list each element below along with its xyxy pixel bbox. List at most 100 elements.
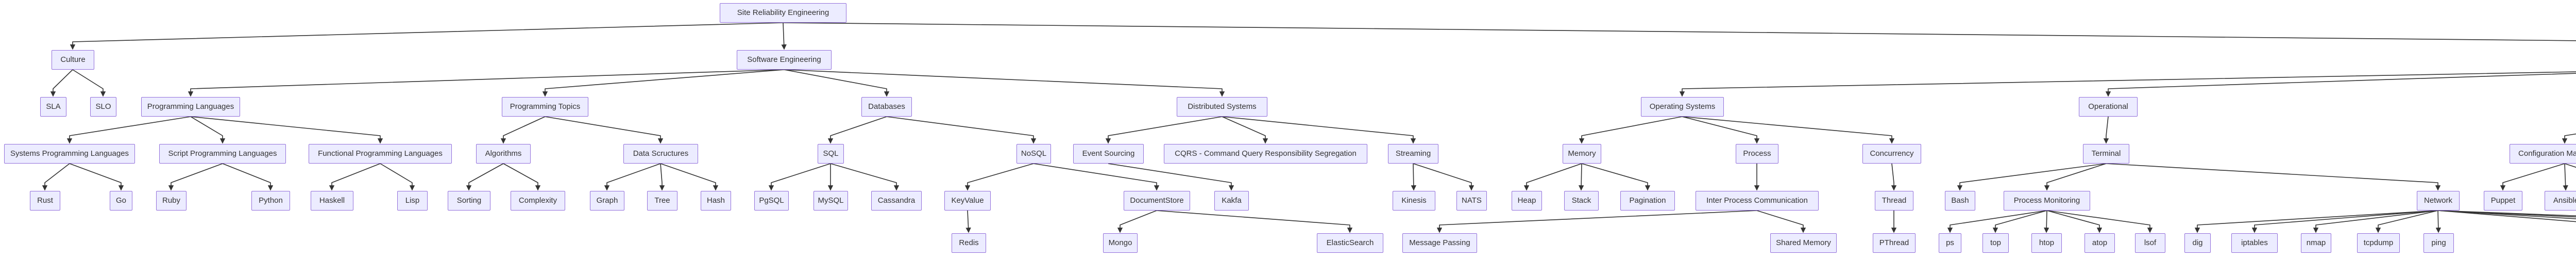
edge-keyvalue-redis: [965, 210, 971, 233]
edge-sweng-proglang: [188, 69, 785, 97]
edge-progtopics-datastruct: [545, 116, 664, 144]
edge-memory-heap: [1523, 163, 1582, 191]
node-ping: ping: [2424, 233, 2454, 253]
edge-funcpl-haskell: [329, 163, 381, 191]
edge-distsys-cqrs: [1222, 116, 1268, 144]
node-pgsql: PgSQL: [754, 191, 789, 211]
node-complexity: Complexity: [511, 191, 565, 211]
node-algorithms: Algorithms: [476, 144, 531, 164]
edge-databases-sql: [827, 116, 887, 144]
node-sharedmemory: Shared Memory: [1770, 233, 1837, 253]
edge-proglang-syspl: [66, 116, 191, 144]
node-nosql: NoSQL: [1016, 144, 1051, 164]
edge-streaming-kinesis: [1411, 163, 1417, 191]
edge-proglang-scriptpl: [190, 116, 226, 144]
node-ps: ps: [1939, 233, 1961, 253]
node-elasticsearch: ElasticSearch: [1317, 233, 1383, 253]
edge-sre-culture: [70, 22, 784, 50]
node-tree: Tree: [647, 191, 677, 211]
node-sweng: Software Engineering: [737, 50, 832, 70]
edge-sre-sweng: [781, 22, 787, 50]
node-os: Operating Systems: [1641, 97, 1724, 117]
node-thread: Thread: [1875, 191, 1913, 211]
node-nats: NATS: [1456, 191, 1487, 211]
edge-iac-configmgmt: [2562, 133, 2576, 144]
node-sre: Site Reliability Engineering: [720, 3, 846, 23]
edge-procmon-atop: [2046, 210, 2103, 233]
edge-memory-pagination: [1581, 163, 1651, 191]
edge-distsys-streaming: [1222, 116, 1416, 144]
node-network: Network: [2417, 191, 2460, 211]
node-hash: Hash: [701, 191, 731, 211]
edge-sql-pgsql: [768, 163, 831, 191]
edge-network-nmap: [2313, 210, 2438, 233]
edge-procmon-top: [1992, 210, 2047, 233]
node-databases: Databases: [861, 97, 912, 117]
node-syspl: Systems Programming Languages: [4, 144, 135, 164]
edge-datastruct-tree: [659, 163, 665, 191]
edge-terminal-network: [2106, 163, 2441, 191]
edge-culture-sla: [50, 69, 73, 97]
node-operational: Operational: [2079, 97, 2138, 117]
edge-configmgmt-puppet: [2500, 163, 2565, 191]
node-documentstore: DocumentStore: [1124, 191, 1190, 211]
node-ruby: Ruby: [156, 191, 187, 211]
edge-ops-os: [1679, 71, 2576, 97]
node-datastruct: Data Scructures: [623, 144, 698, 164]
edge-funcpl-lisp: [380, 163, 415, 191]
edge-datastruct-hash: [660, 163, 719, 191]
edge-terminal-procmon: [2044, 163, 2107, 191]
edge-scriptpl-ruby: [168, 163, 223, 191]
node-kakfa: Kakfa: [1214, 191, 1249, 211]
node-ipc: Inter Process Communication: [1696, 191, 1819, 211]
node-redis: Redis: [952, 233, 986, 253]
edge-algorithms-sorting: [466, 163, 504, 191]
edge-documentstore-mongo: [1117, 210, 1157, 233]
node-iptables: iptables: [2231, 233, 2278, 253]
node-cassandra: Cassandra: [871, 191, 922, 211]
edge-os-memory: [1579, 116, 1683, 144]
node-tcpdump: tcpdump: [2357, 233, 2400, 253]
edge-culture-slo: [72, 69, 106, 97]
edge-databases-nosql: [886, 116, 1037, 144]
node-slo: SLO: [90, 97, 116, 117]
node-stack: Stack: [1564, 191, 1599, 211]
node-memory: Memory: [1563, 144, 1601, 164]
node-top: top: [1982, 233, 2009, 253]
node-puppet: Puppet: [2484, 191, 2522, 211]
edge-configmgmt-ansible: [2563, 163, 2568, 191]
edge-concurrency-thread: [1891, 163, 1897, 191]
edge-ipc-messagepassing: [1436, 210, 1757, 233]
edge-documentstore-elasticsearch: [1156, 210, 1353, 233]
node-keyvalue: KeyValue: [944, 191, 991, 211]
edge-proglang-funcpl: [190, 116, 383, 144]
node-htop: htop: [2031, 233, 2062, 253]
node-messagepassing: Message Passing: [1402, 233, 1477, 253]
edge-datastruct-graph: [604, 163, 661, 191]
node-dig: dig: [2184, 233, 2211, 253]
edge-distsys-eventsourcing: [1105, 116, 1223, 144]
edge-streaming-nats: [1413, 163, 1475, 191]
node-cqrs: CQRS - Command Query Responsibility Segr…: [1164, 144, 1367, 164]
node-proglang: Programming Languages: [141, 97, 240, 117]
edge-network-iptables: [2251, 210, 2438, 233]
node-terminal: Terminal: [2083, 144, 2129, 164]
edge-procmon-ps: [1947, 210, 2047, 233]
node-lisp: Lisp: [397, 191, 428, 211]
node-nmap: nmap: [2301, 233, 2331, 253]
node-mongo: Mongo: [1103, 233, 1138, 253]
node-python: Python: [251, 191, 290, 211]
node-go: Go: [110, 191, 132, 211]
edge-syspl-go: [69, 163, 124, 191]
edge-network-airmon: [2437, 210, 2576, 218]
node-scriptpl: Script Programming Languages: [159, 144, 286, 164]
edge-sweng-progtopics: [542, 69, 785, 97]
edge-scriptpl-python: [222, 163, 274, 191]
edge-nosql-keyvalue: [964, 163, 1034, 191]
edge-network-dig: [2194, 210, 2438, 233]
edge-procmon-htop: [2044, 210, 2049, 233]
edge-terminal-bash: [1957, 163, 2107, 191]
edge-configmgmt-chef: [2564, 163, 2576, 168]
